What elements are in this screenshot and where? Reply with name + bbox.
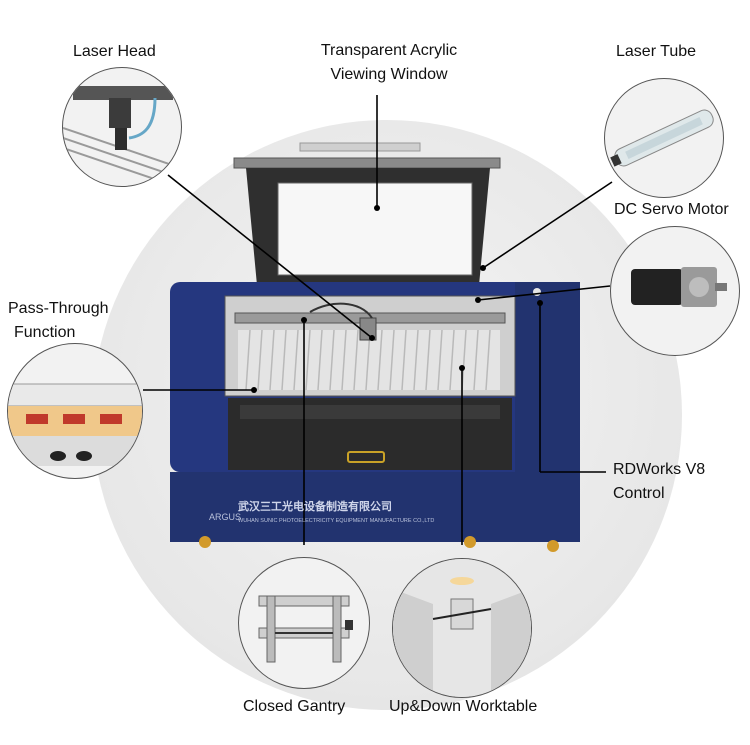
worktable-callout [392, 558, 532, 698]
label-control: RDWorks V8 Control [613, 458, 705, 506]
closed-gantry-callout [238, 557, 370, 689]
label-pass-through-line2: Function [14, 324, 76, 341]
label-acrylic-window-line2: Viewing Window [330, 66, 448, 83]
servo-motor-callout [610, 226, 740, 356]
machine-body [170, 282, 580, 552]
brand-text: ARGUS [209, 512, 241, 522]
label-pass-through: Pass-Through Function [8, 297, 109, 345]
label-closed-gantry: Closed Gantry [243, 698, 346, 715]
laser-tube-callout [604, 78, 724, 198]
label-acrylic-window-line1: Transparent Acrylic [320, 42, 458, 59]
label-servo-motor: DC Servo Motor [614, 201, 729, 218]
label-pass-through-line1: Pass-Through [8, 300, 109, 317]
laser-head-callout [62, 67, 182, 187]
callout-dots [251, 205, 543, 393]
label-worktable: Up&Down Worktable [389, 698, 538, 715]
callout-lines [143, 95, 613, 545]
worktable-grid [238, 329, 500, 391]
label-laser-tube: Laser Tube [616, 43, 697, 60]
label-laser-head: Laser Head [73, 43, 156, 60]
label-control-line1: RDWorks V8 [613, 461, 706, 478]
company-cn-text: 武汉三工光电设备制造有限公司 [238, 499, 392, 513]
label-acrylic-window: Transparent Acrylic Viewing Window [303, 39, 475, 87]
drawer-handle [347, 451, 385, 463]
pass-through-callout [7, 343, 143, 479]
company-en-text: WUHAN SUNIC PHOTOELECTRICITY EQUIPMENT M… [238, 518, 434, 524]
label-control-line2: Control [613, 485, 665, 502]
acrylic-lid [233, 142, 501, 296]
base-cabinet [170, 472, 580, 542]
